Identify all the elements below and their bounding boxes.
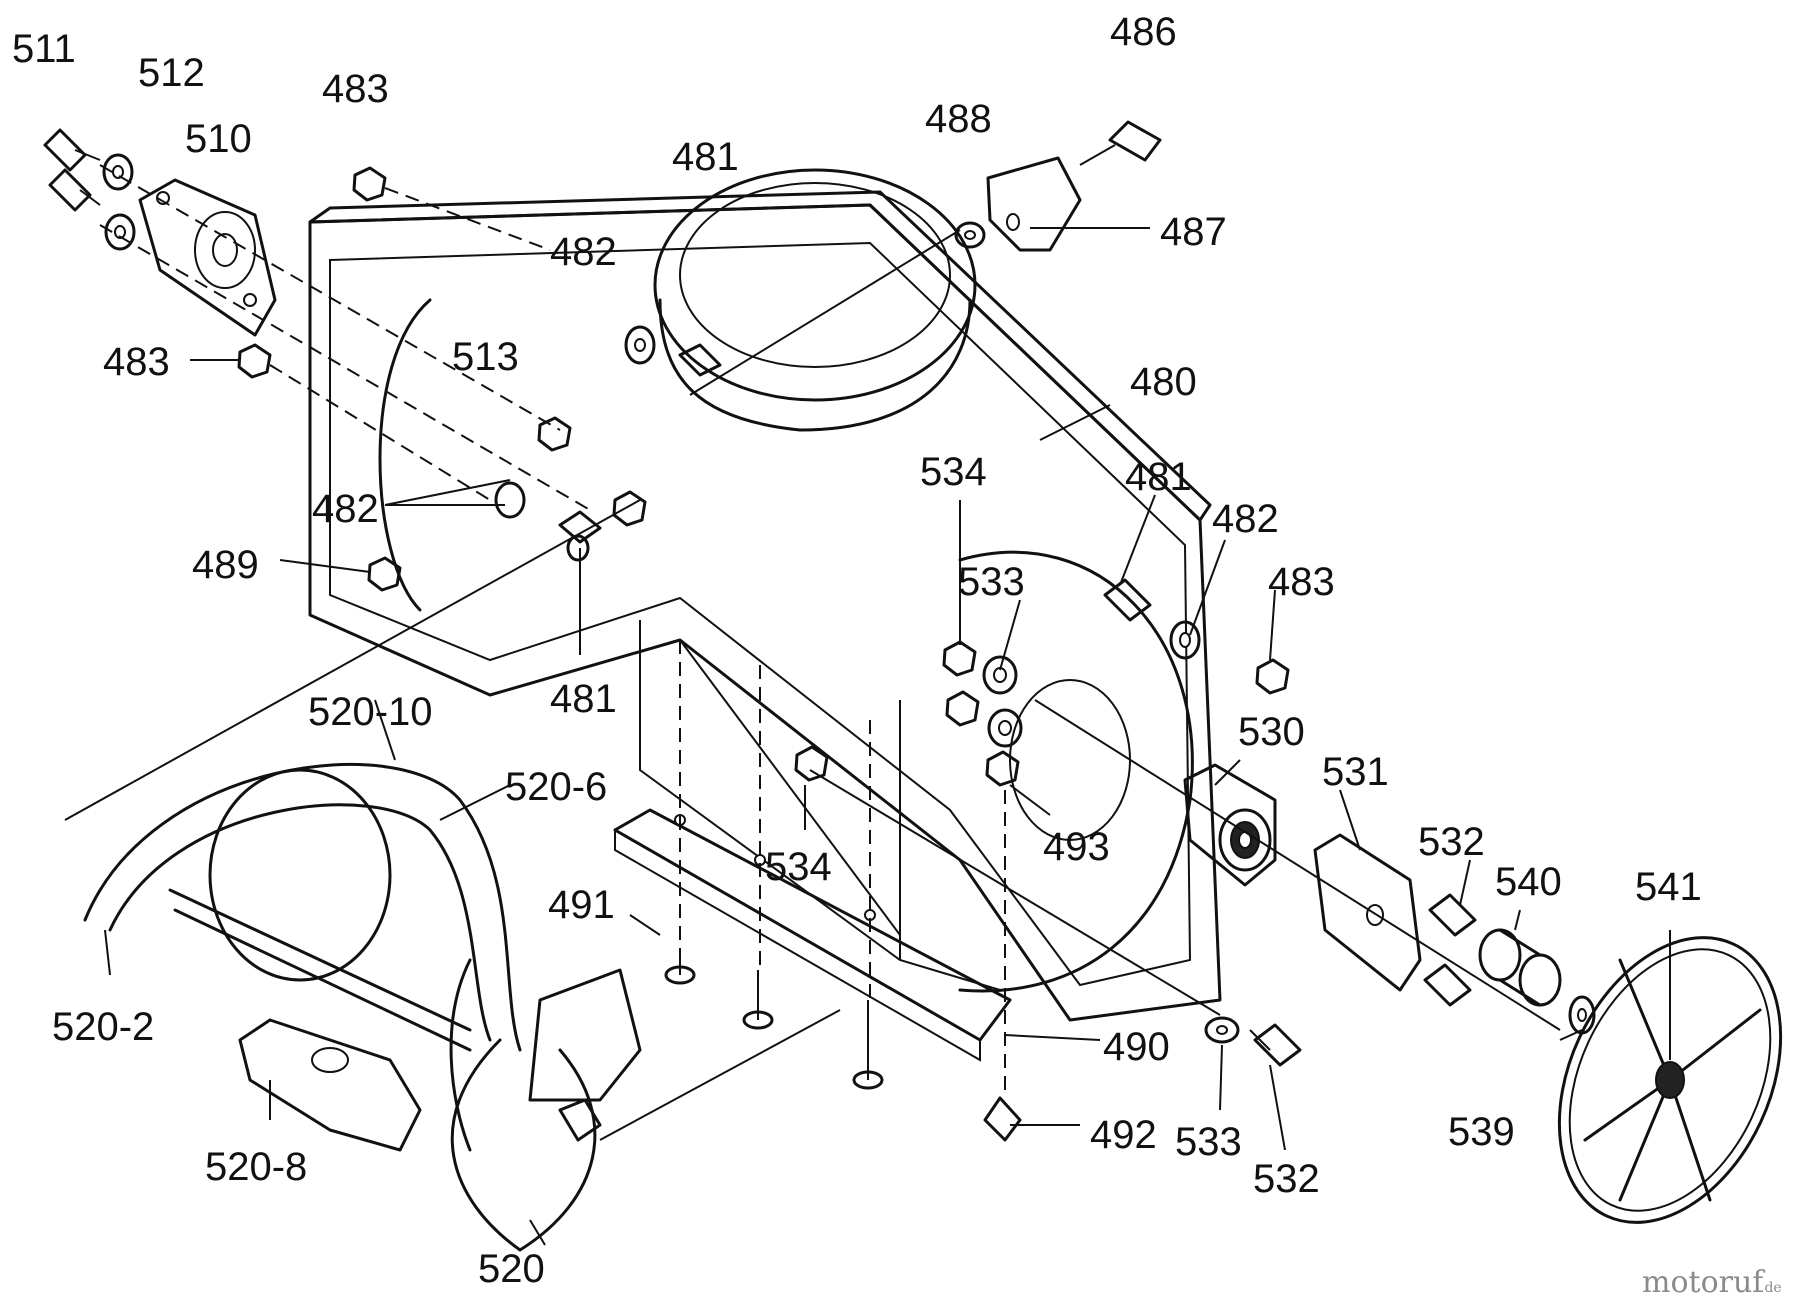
spacer-540	[1478, 928, 1562, 1007]
callout-483-top: 483	[322, 67, 389, 111]
callout-534-top: 534	[920, 450, 987, 494]
callout-482-top: 482	[550, 230, 617, 274]
svg-text:.de: .de	[1760, 1280, 1782, 1296]
leader-lines	[104, 227, 1671, 1246]
shaft-axis	[809, 699, 1561, 1031]
callout-520-8: 520-8	[205, 1145, 307, 1189]
callout-531: 531	[1322, 750, 1389, 794]
callout-488: 488	[925, 97, 992, 141]
watermark-logo: motoruf .de	[1642, 1265, 1782, 1300]
bearing-flange-530	[1183, 763, 1277, 887]
chute-opening	[653, 168, 977, 432]
callout-520-6: 520-6	[505, 765, 607, 809]
bearing-flange-510	[138, 178, 277, 337]
bolts-511	[43, 128, 101, 212]
callout-540: 540	[1495, 860, 1562, 904]
callout-491: 491	[548, 883, 615, 927]
callout-481-right: 481	[1125, 455, 1192, 499]
callout-481-left: 481	[550, 677, 617, 721]
bolts-532	[1249, 893, 1477, 1067]
alignment-lines-left	[64, 164, 641, 821]
callout-530: 530	[1238, 710, 1305, 754]
callout-512: 512	[138, 51, 205, 95]
callout-541: 541	[1635, 865, 1702, 909]
washers-512	[102, 153, 136, 251]
callout-481-top: 481	[672, 135, 739, 179]
auger-assembly-520	[83, 763, 841, 1252]
callout-511: 511	[12, 27, 76, 71]
callout-483-left: 483	[103, 340, 170, 384]
bracket-531	[1313, 833, 1422, 992]
callout-492: 492	[1090, 1113, 1157, 1157]
bolt-492	[983, 790, 1022, 1142]
callout-520: 520	[478, 1247, 545, 1291]
fasteners-right	[942, 578, 1201, 787]
pulley-541	[1557, 936, 1783, 1224]
callout-534-mid: 534	[765, 845, 832, 889]
nut-534	[794, 745, 829, 782]
callout-490: 490	[1103, 1025, 1170, 1069]
callout-513: 513	[452, 335, 519, 379]
auger-housing	[308, 190, 1222, 1022]
callout-510: 510	[185, 117, 252, 161]
washer-533-bottom	[1204, 1016, 1240, 1044]
callout-489: 489	[192, 543, 259, 587]
bolts-491	[664, 640, 884, 1090]
callout-520-10: 520-10	[308, 690, 433, 734]
callout-493: 493	[1043, 825, 1110, 869]
callout-539: 539	[1448, 1110, 1515, 1154]
callout-533-bottom: 533	[1175, 1120, 1242, 1164]
callout-533-top: 533	[958, 560, 1025, 604]
callout-labels: 511 512 510 483 481 482 486 488 487 480 …	[12, 10, 1702, 1291]
callout-486: 486	[1110, 10, 1177, 54]
callout-532-right: 532	[1418, 820, 1485, 864]
bracket-487	[954, 120, 1162, 252]
callout-520-2: 520-2	[52, 1005, 154, 1049]
callout-480: 480	[1130, 360, 1197, 404]
callout-483-right: 483	[1268, 560, 1335, 604]
callout-482-right: 482	[1212, 497, 1279, 541]
nuts-483	[237, 166, 1290, 695]
callout-532-bottom: 532	[1253, 1157, 1320, 1201]
svg-text:motoruf: motoruf	[1642, 1265, 1765, 1300]
callout-487: 487	[1160, 210, 1227, 254]
callout-482-left: 482	[312, 487, 379, 531]
